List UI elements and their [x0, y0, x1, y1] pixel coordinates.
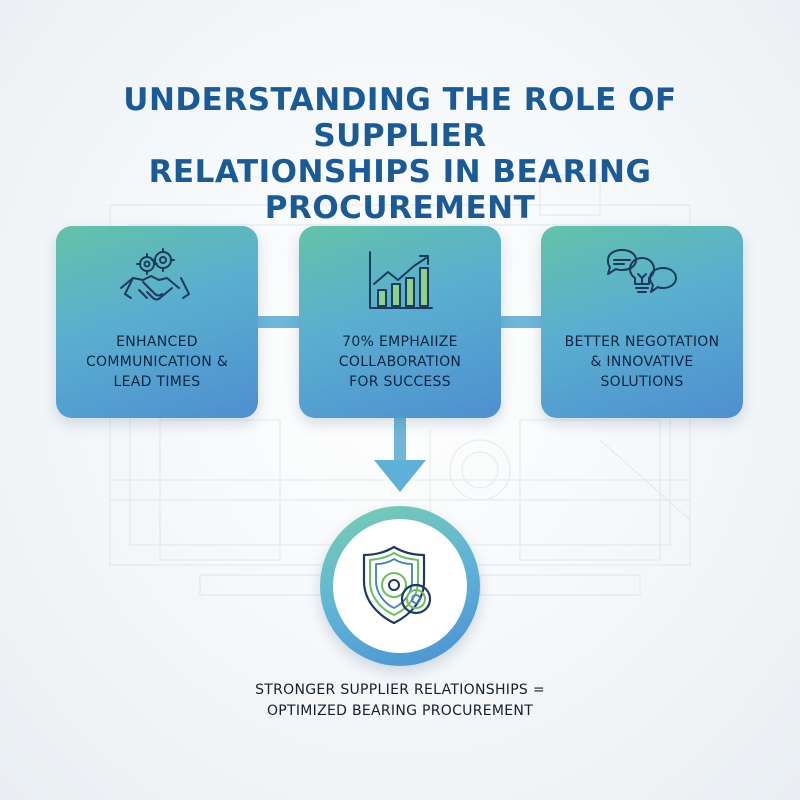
summary-footer: STRONGER SUPPLIER RELATIONSHIPS = OPTIMI… — [150, 680, 650, 722]
title-line-1: UNDERSTANDING THE ROLE OF SUPPLIER — [123, 82, 677, 154]
page-title: UNDERSTANDING THE ROLE OF SUPPLIER RELAT… — [40, 82, 760, 226]
card-communication-label: ENHANCED COMMUNICATION & LEAD TIMES — [66, 332, 248, 392]
card-negotiation-line-2: & INNOVATIVE — [590, 354, 694, 370]
outcome-circle — [320, 506, 480, 666]
card-negotiation-label: BETTER NEGOTATION & INNOVATIVE SOLUTIONS — [551, 332, 733, 392]
bar-chart-growth-icon — [369, 251, 433, 309]
card-communication-line-3: LEAD TIMES — [113, 374, 201, 390]
card-collaboration-label: 70% EMPHAIIZE COLLABORATION FOR SUCCESS — [309, 332, 491, 392]
footer-line-1: STRONGER SUPPLIER RELATIONSHIPS = — [255, 682, 545, 698]
card-negotiation-line-1: BETTER NEGOTATION — [564, 334, 720, 350]
connector-left — [256, 316, 302, 328]
card-negotiation-line-3: SOLUTIONS — [600, 374, 684, 390]
card-collaboration-line-2: COLLABORATION — [338, 354, 462, 370]
title-line-3: PROCUREMENT — [264, 190, 536, 226]
down-arrow-icon — [374, 416, 426, 492]
card-collaboration-line-3: FOR SUCCESS — [349, 374, 451, 390]
outcome-circle-inner — [333, 519, 467, 653]
connector-right — [498, 316, 544, 328]
chat-bubbles-lightbulb-icon — [607, 249, 677, 293]
footer-line-2: OPTIMIZED BEARING PROCUREMENT — [266, 703, 534, 719]
card-communication-line-2: COMMUNICATION & — [85, 354, 229, 370]
card-communication: ENHANCED COMMUNICATION & LEAD TIMES — [56, 226, 258, 418]
card-communication-line-1: ENHANCED — [116, 334, 198, 350]
shield-gears-icon — [362, 545, 432, 625]
card-collaboration-line-1: 70% EMPHAIIZE — [342, 334, 458, 350]
card-collaboration: 70% EMPHAIIZE COLLABORATION FOR SUCCESS — [299, 226, 501, 418]
handshake-gears-icon — [120, 248, 190, 301]
title-line-2: RELATIONSHIPS IN BEARING — [148, 154, 652, 190]
card-negotiation: BETTER NEGOTATION & INNOVATIVE SOLUTIONS — [541, 226, 743, 418]
